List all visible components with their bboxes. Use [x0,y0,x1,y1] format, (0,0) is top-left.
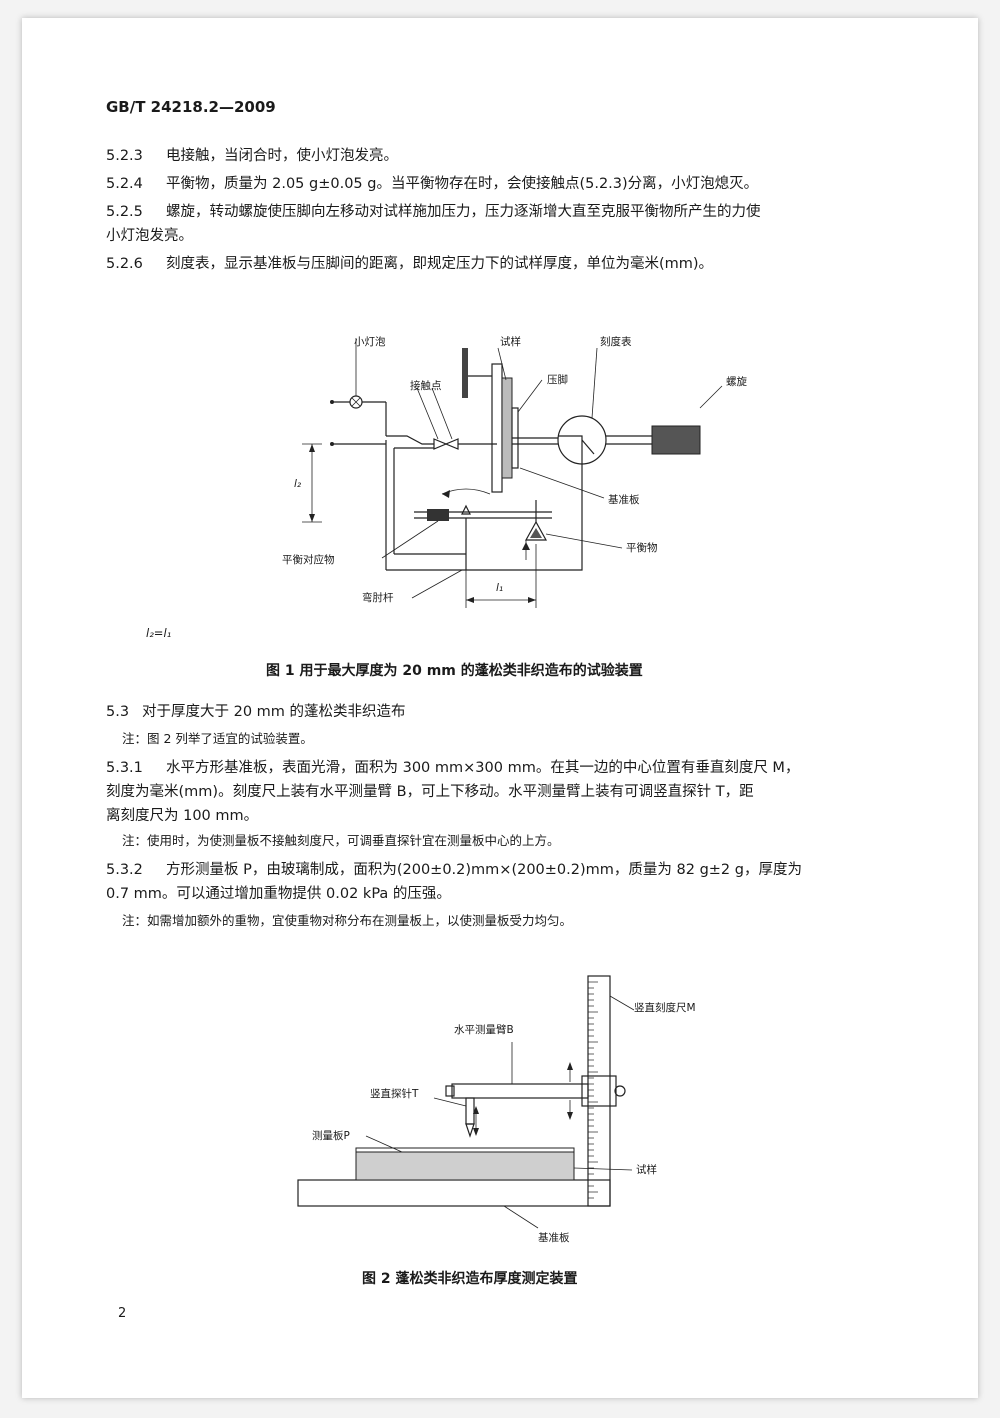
label-scale-m: 竖直刻度尺M [634,1002,696,1014]
clause-text: 电接触，当闭合时，使小灯泡发亮。 [166,148,398,164]
label-probe-t: 竖直探针T [370,1088,419,1100]
clause-number: 5.3.1 [106,760,143,776]
base-plate [297,1179,611,1207]
label-ref-plate-2: 基准板 [538,1232,570,1244]
clause-5-3-1-line2: 刻度为毫米(mm)。刻度尺上装有水平测量臂 B，可上下移动。水平测量臂上装有可调… [106,784,754,800]
clause-5-2-6: 5.2.6 刻度表，显示基准板与压脚间的距离，即规定压力下的试样厚度，单位为毫米(… [106,254,713,274]
figure-2-caption: 图 2 蓬松类非织造布厚度测定装置 [362,1271,578,1287]
label-screw: 螺旋 [726,376,747,388]
label-dial: 刻度表 [600,336,632,348]
figure-1-diagram [302,338,723,608]
probe [465,1097,475,1125]
clause-text: 平衡物，质量为 2.05 g±0.05 g。当平衡物存在时，会使接触点(5.2.… [166,176,759,192]
label-arm-b: 水平测量臂B [454,1024,514,1036]
balance-weight [524,520,548,541]
horizontal-arm [451,1083,589,1099]
counterweight-block [427,509,449,521]
figure-1-caption: 图 1 用于最大厚度为 20 mm 的蓬松类非织造布的试验装置 [266,663,643,679]
clause-text: 水平方形基准板，表面光滑，面积为 300 mm×300 mm。在其一边的中心位置… [166,760,800,776]
wall-mount [462,348,468,398]
label-presser-foot: 压脚 [547,374,568,386]
clause-5-3-2: 5.3.2 方形测量板 P，由玻璃制成，面积为(200±0.2)mm×(200±0… [106,860,802,880]
label-bulb: 小灯泡 [354,336,386,348]
clause-number: 5.2.4 [106,176,143,192]
label-specimen-2: 试样 [636,1164,657,1176]
clause-5-3-1-line3: 离刻度尺为 100 mm。 [106,808,259,824]
clause-5-2-5: 5.2.5 螺旋，转动螺旋使压脚向左移动对试样施加压力，压力逐渐增大直至克服平衡物… [106,202,761,222]
specimen-shape [491,363,503,493]
clause-5-3-2-line2: 0.7 mm。可以通过增加重物提供 0.02 kPa 的压强。 [106,886,451,902]
clause-number: 5.3.2 [106,862,143,878]
clause-number: 5.2.5 [106,204,143,220]
clause-5-2-5-cont: 小灯泡发亮。 [106,228,193,244]
label-lever: 弯肘杆 [362,592,394,604]
figure-2-diagram [297,975,635,1229]
clause-5-3-1: 5.3.1 水平方形基准板，表面光滑，面积为 300 mm×300 mm。在其一边… [106,758,799,778]
standard-code: GB/T 24218.2—2009 [106,98,276,116]
clause-number: 5.2.3 [106,148,143,164]
label-contact: 接触点 [410,380,442,392]
clause-text: 方形测量板 P，由玻璃制成，面积为(200±0.2)mm×(200±0.2)mm… [166,862,802,878]
measuring-plate [355,1147,575,1153]
vertical-scale [587,975,611,1207]
clause-5-2-3: 5.2.3 电接触，当闭合时，使小灯泡发亮。 [106,146,398,166]
clause-text: 对于厚度大于 20 mm 的蓬松类非织造布 [142,704,406,720]
label-plate-p: 测量板P [312,1130,350,1142]
label-l2: l₂ [294,478,302,490]
label-l1: l₁ [496,582,504,594]
clause-5-3-note: 注：图 2 列举了适宜的试验装置。 [122,731,313,746]
label-counterweight: 平衡对应物 [282,554,335,566]
screw-block [651,425,701,455]
specimen-block [355,1151,575,1181]
clause-5-3: 5.3 对于厚度大于 20 mm 的蓬松类非织造布 [106,702,406,722]
dial-gauge [557,415,607,465]
clause-5-3-1-note: 注：使用时，为使测量板不接触刻度尺，可调垂直探针宜在测量板中心的上方。 [122,833,560,848]
figure-1-formula: l₂=l₁ [146,626,172,640]
clause-text: 刻度表，显示基准板与压脚间的距离，即规定压力下的试样厚度，单位为毫米(mm)。 [166,256,714,272]
clause-number: 5.2.6 [106,256,143,272]
label-ref-plate: 基准板 [608,494,640,506]
page-number: 2 [118,1306,127,1321]
label-balance: 平衡物 [626,542,658,554]
label-specimen: 试样 [500,336,521,348]
clause-number: 5.3 [106,704,130,720]
clause-5-3-2-note: 注：如需增加额外的重物，宜使重物对称分布在测量板上，以使测量板受力均匀。 [122,913,573,928]
clause-text: 螺旋，转动螺旋使压脚向左移动对试样施加压力，压力逐渐增大直至克服平衡物所产生的力… [166,204,761,220]
clause-5-2-4: 5.2.4 平衡物，质量为 2.05 g±0.05 g。当平衡物存在时，会使接触点… [106,174,758,194]
